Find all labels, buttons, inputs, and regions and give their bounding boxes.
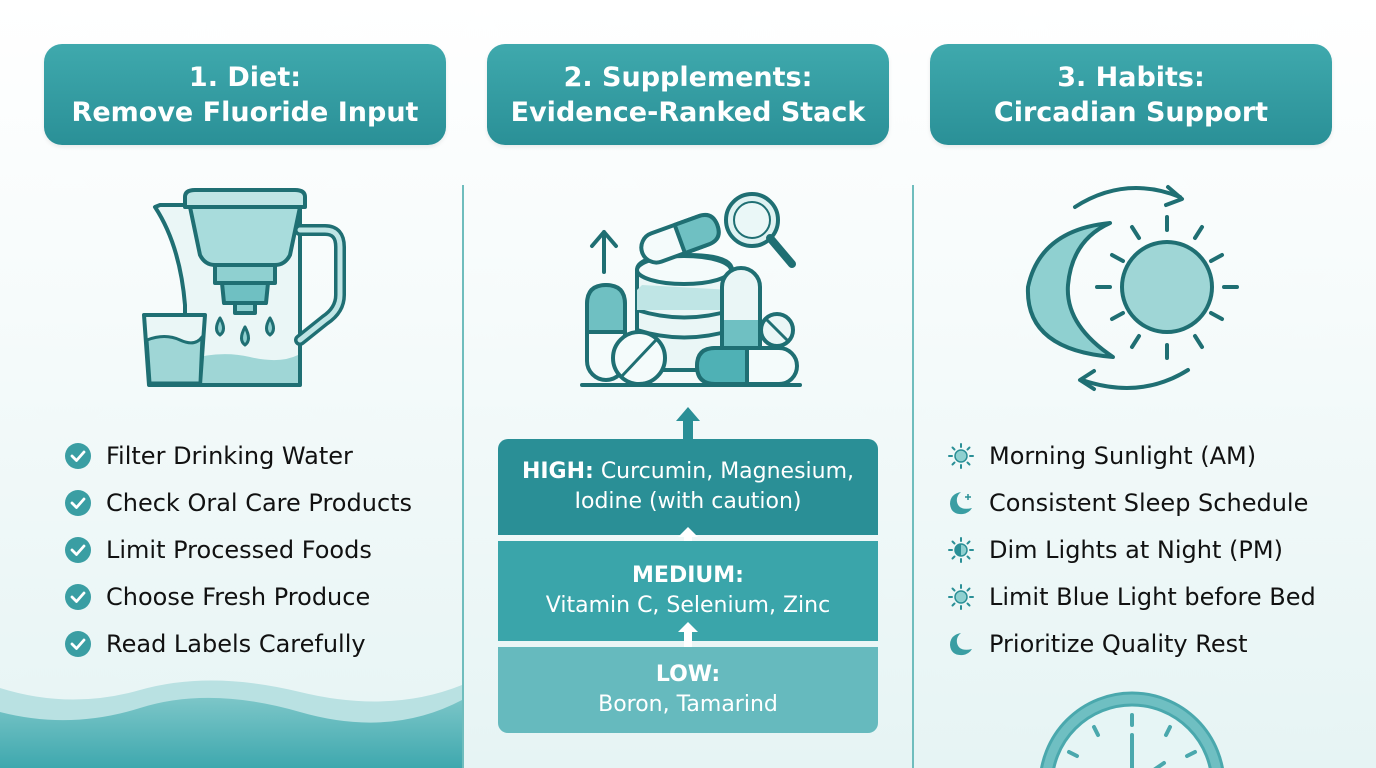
arrow-up-icon xyxy=(674,525,702,555)
sun-icon xyxy=(947,583,975,611)
habits-header-line1: 3. Habits: xyxy=(1057,61,1205,93)
tier-high-level: HIGH: xyxy=(521,459,594,484)
moon-sun-cycle-icon xyxy=(1010,175,1250,400)
arrow-up-icon xyxy=(674,620,702,654)
check-circle-icon xyxy=(64,583,92,611)
moon-star-icon xyxy=(947,489,975,517)
water-wave-decoration xyxy=(0,650,462,768)
supplements-header-line2: Evidence-Ranked Stack xyxy=(510,96,866,128)
list-item: Consistent Sleep Schedule xyxy=(947,479,1316,526)
supplements-pills-icon xyxy=(572,180,812,390)
tier-high: HIGH: Curcumin, Magnesium, Iodine (with … xyxy=(498,439,878,535)
list-item-label: Choose Fresh Produce xyxy=(106,582,371,611)
check-circle-icon xyxy=(64,536,92,564)
tier-low: LOW: Boron, Tamarind xyxy=(498,647,878,733)
clock-icon xyxy=(1034,675,1234,768)
diet-header-line2: Remove Fluoride Input xyxy=(71,96,419,128)
diet-header: 1. Diet: Remove Fluoride Input xyxy=(44,44,446,145)
habits-header: 3. Habits: Circadian Support xyxy=(930,44,1332,145)
column-diet: 1. Diet: Remove Fluoride Input xyxy=(0,0,462,768)
list-item: Filter Drinking Water xyxy=(64,432,412,479)
check-circle-icon xyxy=(64,442,92,470)
water-filter-pitcher-icon xyxy=(130,185,360,395)
tier-low-items: Boron, Tamarind xyxy=(598,692,778,717)
list-item: Choose Fresh Produce xyxy=(64,573,412,620)
check-circle-icon xyxy=(64,630,92,658)
moon-icon xyxy=(947,630,975,658)
list-item-label: Limit Processed Foods xyxy=(106,535,372,564)
list-item-label: Prioritize Quality Rest xyxy=(989,629,1248,658)
diet-header-line1: 1. Diet: xyxy=(188,61,302,93)
list-item: Morning Sunlight (AM) xyxy=(947,432,1316,479)
tier-high-items: Curcumin, Magnesium, Iodine (with cautio… xyxy=(574,459,855,514)
list-item-label: Consistent Sleep Schedule xyxy=(989,488,1309,517)
list-item: Limit Blue Light before Bed xyxy=(947,573,1316,620)
list-item-label: Filter Drinking Water xyxy=(106,441,353,470)
list-item: Limit Processed Foods xyxy=(64,526,412,573)
habits-list: Morning Sunlight (AM) Consistent Sleep S… xyxy=(947,432,1316,667)
supplements-header: 2. Supplements: Evidence-Ranked Stack xyxy=(487,44,889,145)
arrow-up-icon xyxy=(674,405,702,445)
tier-low-level: LOW: xyxy=(655,662,721,687)
habits-header-line2: Circadian Support xyxy=(993,96,1269,128)
list-item: Check Oral Care Products xyxy=(64,479,412,526)
dim-sun-icon xyxy=(947,536,975,564)
diet-checklist: Filter Drinking Water Check Oral Care Pr… xyxy=(64,432,412,667)
check-circle-icon xyxy=(64,489,92,517)
list-item: Prioritize Quality Rest xyxy=(947,620,1316,667)
list-item-label: Read Labels Carefully xyxy=(106,629,366,658)
column-divider xyxy=(912,185,914,768)
list-item-label: Limit Blue Light before Bed xyxy=(989,582,1316,611)
tier-medium-level: MEDIUM: xyxy=(632,563,744,588)
list-item: Read Labels Carefully xyxy=(64,620,412,667)
list-item-label: Morning Sunlight (AM) xyxy=(989,441,1257,470)
list-item-label: Dim Lights at Night (PM) xyxy=(989,535,1283,564)
tier-high-text: HIGH: Curcumin, Magnesium, Iodine (with … xyxy=(498,457,878,517)
column-divider xyxy=(462,185,464,768)
list-item: Dim Lights at Night (PM) xyxy=(947,526,1316,573)
evidence-ranked-stack: HIGH: Curcumin, Magnesium, Iodine (with … xyxy=(498,405,878,735)
supplements-header-line1: 2. Supplements: xyxy=(563,61,813,93)
column-habits: 3. Habits: Circadian Support Morning Sun… xyxy=(914,0,1376,768)
tier-medium-items: Vitamin C, Selenium, Zinc xyxy=(545,593,831,618)
column-supplements: 2. Supplements: Evidence-Ranked Stack xyxy=(464,0,912,768)
sun-icon xyxy=(947,442,975,470)
list-item-label: Check Oral Care Products xyxy=(106,488,413,517)
